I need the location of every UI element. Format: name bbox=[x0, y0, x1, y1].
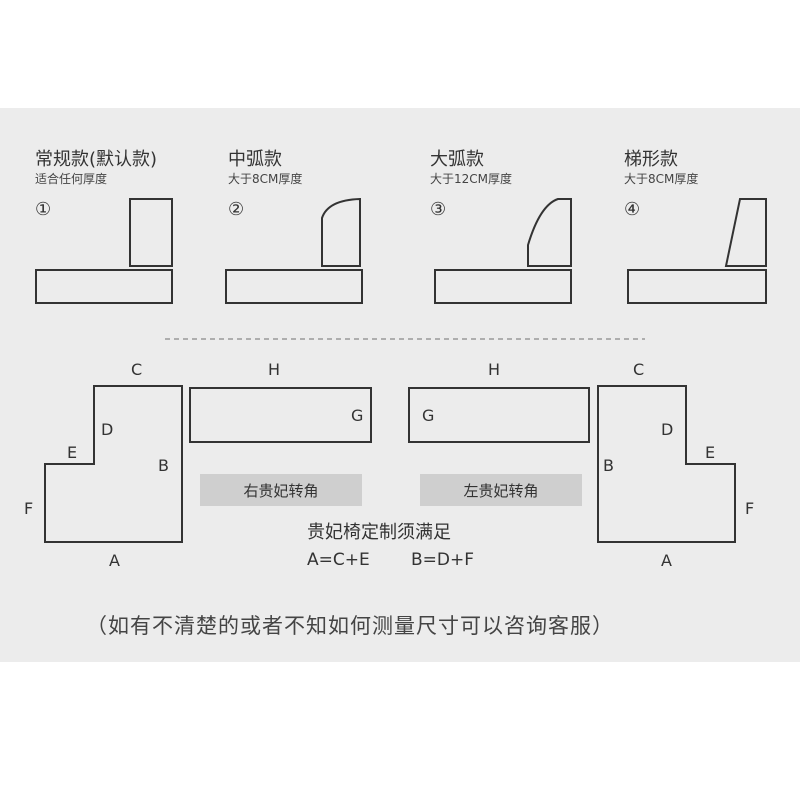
left-corner-tag: 左贵妃转角 bbox=[420, 474, 582, 506]
left-label-d: D bbox=[661, 420, 674, 439]
style-number-large-arc: ③ bbox=[430, 199, 447, 220]
style-name-medium-arc: 中弧款 bbox=[228, 149, 282, 170]
left-label-f: F bbox=[745, 499, 755, 518]
rule-formula-a: A=C+E bbox=[307, 550, 370, 570]
right-label-c: C bbox=[131, 360, 143, 379]
standard-seat bbox=[35, 269, 173, 304]
right-sofa-outline bbox=[189, 387, 372, 443]
right-label-f: F bbox=[24, 499, 34, 518]
left-label-b: B bbox=[603, 456, 614, 475]
right-label-a: A bbox=[109, 551, 120, 570]
rule-formula-b: B=D+F bbox=[411, 550, 475, 570]
trapezoid-seat bbox=[627, 269, 767, 304]
standard-backrest bbox=[129, 198, 173, 267]
rule-title: 贵妃椅定制须满足 bbox=[307, 522, 451, 543]
style-number-standard: ① bbox=[35, 199, 52, 220]
left-label-a: A bbox=[661, 551, 672, 570]
left-label-g: G bbox=[422, 406, 435, 425]
medium-arc-backrest bbox=[321, 197, 361, 267]
right-label-h: H bbox=[268, 360, 281, 379]
trapezoid-backrest bbox=[724, 198, 767, 267]
style-name-standard: 常规款(默认款) bbox=[35, 149, 158, 170]
left-label-h: H bbox=[488, 360, 501, 379]
right-label-g: G bbox=[351, 406, 364, 425]
left-chaise-outline bbox=[597, 385, 736, 543]
large-arc-seat bbox=[434, 269, 572, 304]
style-note-standard: 适合任何厚度 bbox=[35, 172, 108, 186]
style-name-large-arc: 大弧款 bbox=[430, 149, 484, 170]
right-corner-tag: 右贵妃转角 bbox=[200, 474, 362, 506]
style-note-trapezoid: 大于8CM厚度 bbox=[624, 172, 699, 186]
right-label-b: B bbox=[158, 456, 169, 475]
style-note-large-arc: 大于12CM厚度 bbox=[430, 172, 513, 186]
right-label-d: D bbox=[101, 420, 114, 439]
medium-arc-seat bbox=[225, 269, 363, 304]
left-label-c: C bbox=[633, 360, 645, 379]
right-chaise-outline bbox=[44, 385, 183, 543]
footer-note: （如有不清楚的或者不知如何测量尺寸可以咨询客服） bbox=[86, 614, 614, 638]
style-note-medium-arc: 大于8CM厚度 bbox=[228, 172, 303, 186]
right-label-e: E bbox=[67, 443, 78, 462]
style-number-trapezoid: ④ bbox=[624, 199, 641, 220]
style-name-trapezoid: 梯形款 bbox=[624, 149, 678, 170]
style-number-medium-arc: ② bbox=[228, 199, 245, 220]
large-arc-backrest bbox=[527, 198, 572, 267]
left-label-e: E bbox=[705, 443, 716, 462]
left-sofa-outline bbox=[408, 387, 590, 443]
